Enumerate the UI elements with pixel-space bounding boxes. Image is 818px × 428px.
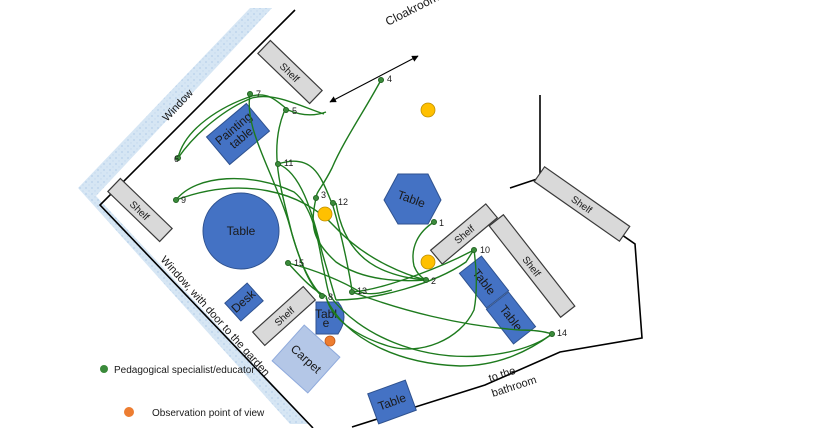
observation-marker-2 [317, 206, 333, 222]
svg-text:1: 1 [439, 218, 444, 228]
svg-text:15: 15 [294, 258, 304, 268]
carpet: Carpet [271, 324, 341, 394]
svg-text:3: 3 [321, 190, 326, 200]
round-table: Table [202, 192, 280, 270]
point-9: 9 [172, 195, 186, 205]
table-right-1: Table [458, 255, 510, 309]
svg-text:5: 5 [292, 106, 297, 116]
point-12: 12 [329, 197, 348, 207]
legend-specialist-marker [100, 365, 108, 373]
point-7: 7 [246, 89, 261, 99]
svg-text:4: 4 [387, 74, 392, 84]
svg-text:9: 9 [181, 195, 186, 205]
point-10: 10 [470, 245, 490, 255]
window-bottom-label: Window, with door to the garden [158, 254, 272, 379]
point-4: 4 [377, 74, 392, 84]
observation-marker-main [324, 335, 336, 347]
point-8: 8 [318, 292, 333, 302]
svg-text:7: 7 [256, 89, 261, 99]
point-13: 13 [348, 286, 367, 296]
point-6: 6 [174, 154, 181, 164]
point-2: 2 [422, 276, 436, 286]
legend: Pedagogical specialist/educator Observat… [100, 365, 265, 419]
cloakroom-label: Cloakroom [383, 0, 441, 29]
svg-text:e: e [323, 316, 330, 330]
point-1: 1 [430, 218, 444, 228]
svg-text:6: 6 [174, 154, 179, 164]
point-14: 14 [549, 328, 567, 338]
point-5: 5 [282, 106, 297, 116]
legend-observation-label: Observation point of view [152, 408, 265, 419]
svg-text:13: 13 [357, 286, 367, 296]
observation-marker-1 [420, 102, 436, 118]
hex-table: Table [383, 173, 442, 225]
svg-text:8: 8 [328, 292, 333, 302]
shelf-left: Shelf [107, 177, 173, 243]
desk: Desk [224, 282, 264, 322]
svg-text:14: 14 [557, 328, 567, 338]
point-11: 11 [274, 158, 293, 168]
svg-text:10: 10 [480, 245, 490, 255]
legend-specialist-label: Pedagogical specialist/educator [114, 365, 255, 376]
point-15: 15 [284, 258, 304, 268]
educator-points: 1 2 3 4 5 6 7 8 9 10 11 12 13 14 15 [172, 74, 567, 338]
table-bottom: Table [367, 379, 417, 425]
svg-text:11: 11 [284, 158, 293, 168]
shelf-far-right: Shelf [533, 165, 631, 243]
window-top [78, 8, 272, 196]
observation-marker-3 [420, 254, 436, 270]
svg-text:2: 2 [431, 276, 436, 286]
legend-observation-marker [124, 407, 134, 417]
cloakroom-arrow [329, 55, 419, 103]
svg-text:Table: Table [227, 224, 256, 238]
movement-paths [175, 79, 553, 367]
point-3: 3 [312, 190, 326, 201]
svg-text:12: 12 [338, 197, 348, 207]
shelf-top: Shelf [257, 39, 323, 105]
